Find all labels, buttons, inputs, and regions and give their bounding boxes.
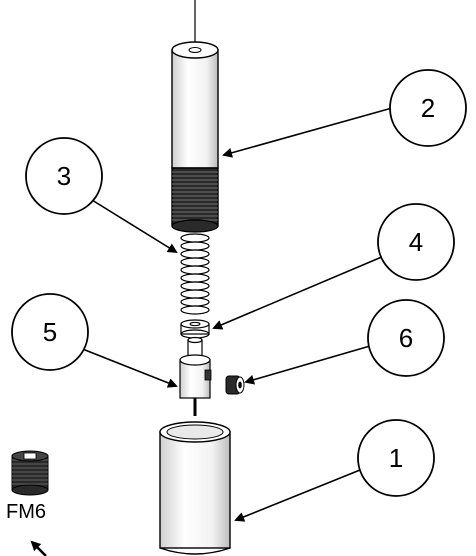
- leader-line-4: [212, 255, 385, 330]
- part-3-spring: [180, 233, 210, 315]
- fm6-part: [11, 450, 49, 496]
- callout-5: 5: [11, 293, 89, 371]
- leader-line-6: [244, 345, 371, 385]
- callout-4-label: 4: [409, 227, 423, 257]
- callout-3: 3: [25, 137, 103, 215]
- callout-2: 2: [389, 69, 467, 147]
- leader-line-3: [91, 199, 178, 254]
- part-4-washer: [180, 319, 210, 339]
- fm6-label: FM6: [6, 501, 46, 523]
- callout-3-label: 3: [57, 161, 71, 191]
- fm6-arrow: [30, 540, 47, 556]
- part-1-base-tube: [159, 421, 231, 555]
- callout-1-label: 1: [389, 443, 403, 473]
- part-2-upper-tube: [171, 41, 219, 233]
- callout-5-label: 5: [43, 317, 57, 347]
- part-5-contact-pin: [179, 336, 212, 416]
- leader-line-1: [234, 469, 361, 522]
- part-6-set-screw: [225, 375, 245, 395]
- callout-4: 4: [377, 203, 455, 281]
- callout-2-label: 2: [421, 93, 435, 123]
- callout-6-label: 6: [399, 323, 413, 353]
- callout-1: 1: [357, 419, 435, 497]
- leader-line-2: [222, 107, 393, 158]
- leader-line-5: [79, 347, 178, 388]
- callout-6: 6: [367, 299, 445, 377]
- part-2-thread: [171, 167, 219, 233]
